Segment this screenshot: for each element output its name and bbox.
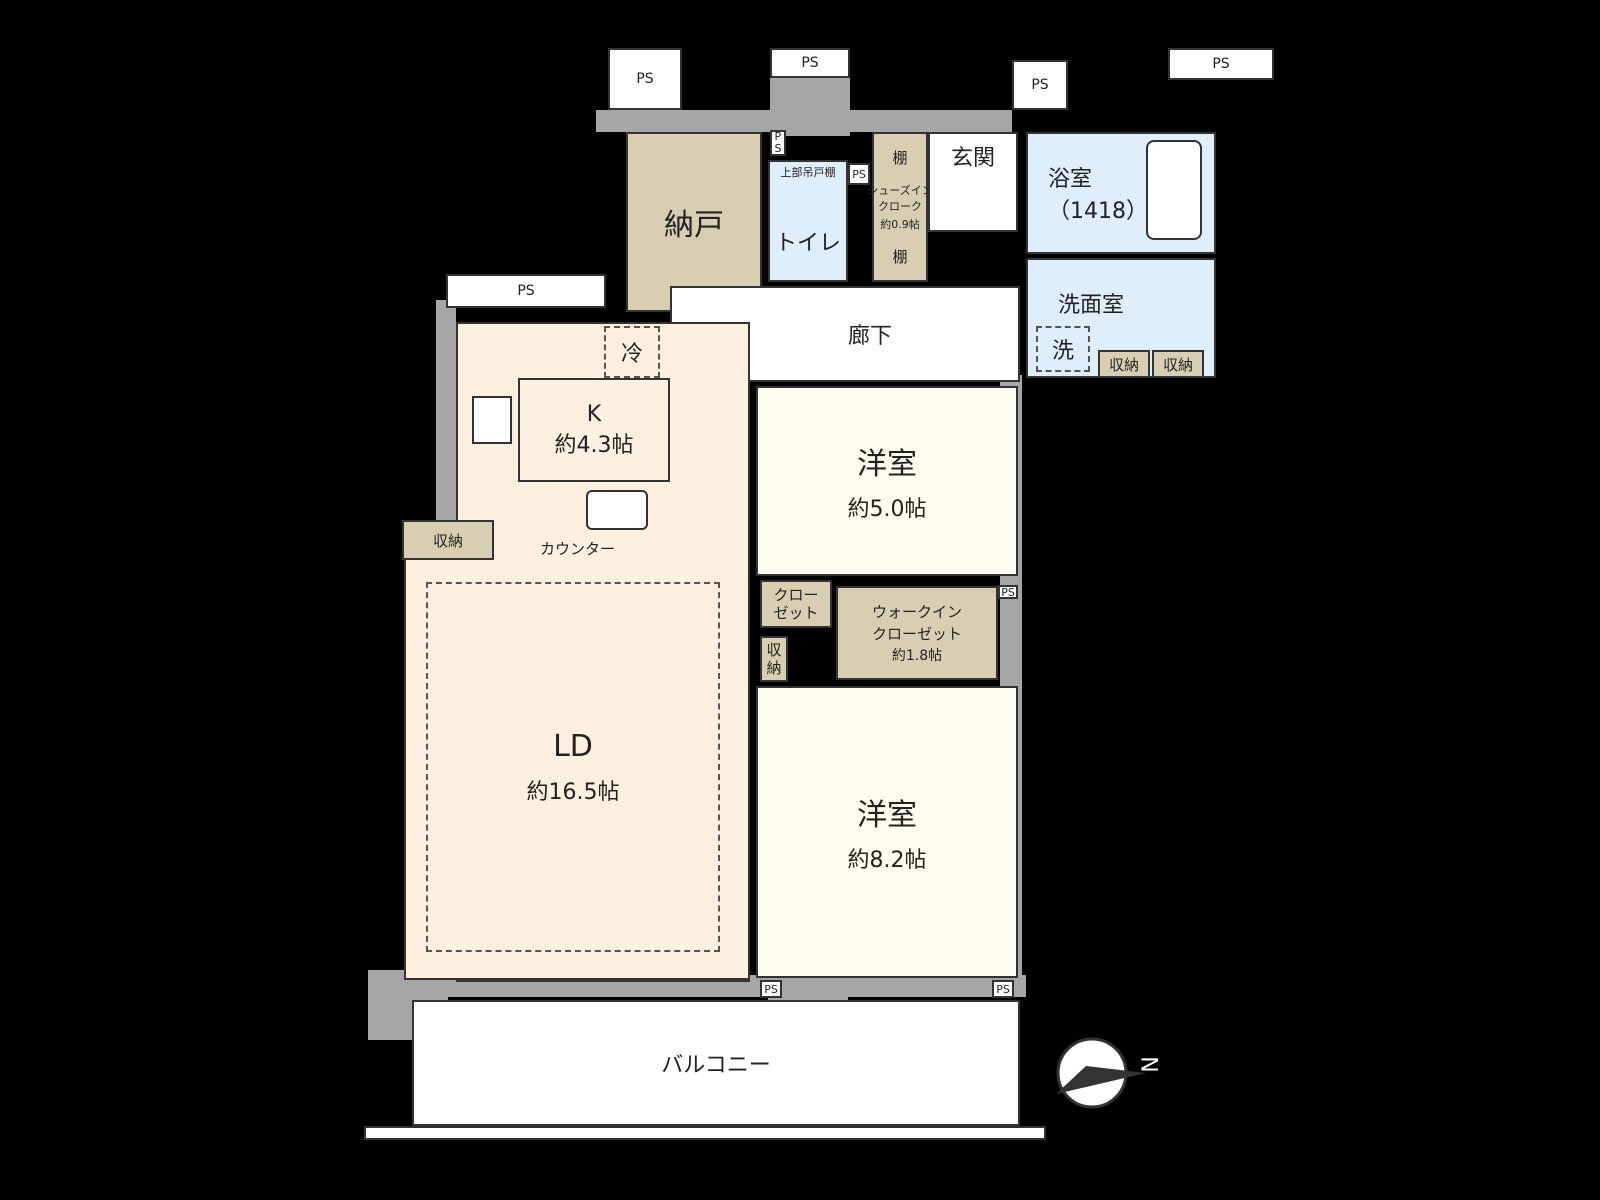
compass-north-label: N: [1135, 1056, 1161, 1073]
fridge-space: 冷: [604, 326, 660, 378]
ps-box: PS: [1012, 60, 1068, 110]
upper-cabinet-label: 上部吊戸棚: [780, 166, 836, 179]
washer-space: 洗: [1036, 326, 1090, 372]
entrance: 玄関: [928, 132, 1018, 232]
ps-box: P S: [770, 130, 786, 156]
wic-size: 約1.8帖: [891, 648, 943, 664]
kitchen-size: 約4.3帖: [554, 432, 634, 458]
balcony: バルコニー: [412, 1000, 1020, 1126]
storeroom-label: 納戸: [664, 208, 724, 243]
storeroom: 納戸: [626, 132, 762, 312]
counter-label: カウンター: [540, 540, 616, 558]
ld-label: LD: [553, 728, 593, 764]
shelf-label: 棚: [892, 248, 908, 266]
washroom-label: 洗面室: [1058, 293, 1125, 318]
western-room-1: 洋室 約5.0帖: [756, 386, 1018, 576]
shelf-label: 棚: [892, 149, 908, 167]
storage[interactable]: 収納: [1152, 350, 1204, 378]
balcony-label: バルコニー: [661, 1053, 771, 1078]
balcony-rail: [364, 1126, 1046, 1140]
ps-box: PS: [992, 980, 1014, 998]
room-label: 洋室: [857, 798, 917, 833]
storage[interactable]: 収納: [1098, 350, 1150, 378]
living-dining: [404, 560, 750, 980]
closet[interactable]: クロー ゼット: [760, 580, 832, 628]
sink-icon: [586, 490, 648, 530]
storage[interactable]: 収 納: [760, 636, 788, 682]
compass-icon: [1056, 1036, 1146, 1110]
bath-label: 浴室: [1048, 167, 1093, 192]
toilet: 上部吊戸棚 トイレ: [768, 160, 848, 282]
storage[interactable]: 収納: [402, 520, 494, 560]
bathtub-icon: [1146, 140, 1202, 240]
ps-box: PS: [608, 48, 682, 110]
western-room-2: 洋室 約8.2帖: [756, 686, 1018, 978]
ps-box: PS: [848, 163, 870, 185]
walk-in-closet: ウォークイン クローゼット 約1.8帖: [836, 586, 998, 680]
ld-area: LD 約16.5帖: [426, 582, 720, 952]
ps-box: PS: [760, 980, 782, 998]
stove-icon: [472, 396, 512, 444]
entrance-label: 玄関: [950, 146, 995, 171]
room-size: 約8.2帖: [847, 848, 927, 873]
hallway-label: 廊下: [847, 324, 892, 349]
ps-box: PS: [1168, 48, 1274, 80]
shoe-closet-label: シューズイン クローク: [867, 184, 933, 213]
ps-box: PS: [770, 48, 850, 78]
kitchen-label: K: [586, 401, 602, 427]
wic-label: ウォークイン クローゼット: [871, 603, 962, 643]
room-label: 洋室: [857, 447, 917, 482]
bath-size: （1418）: [1048, 199, 1148, 224]
ps-box: PS: [446, 274, 606, 308]
ld-size: 約16.5帖: [526, 779, 620, 805]
pillar: [770, 76, 850, 136]
kitchen: K 約4.3帖: [518, 378, 670, 482]
shoe-closet-size: 約0.9帖: [880, 218, 920, 231]
room-size: 約5.0帖: [847, 497, 927, 522]
shoe-closet: 棚 シューズイン クローク 約0.9帖 棚: [867, 132, 933, 282]
ps-box: PS: [998, 585, 1018, 599]
toilet-label: トイレ: [774, 231, 841, 256]
